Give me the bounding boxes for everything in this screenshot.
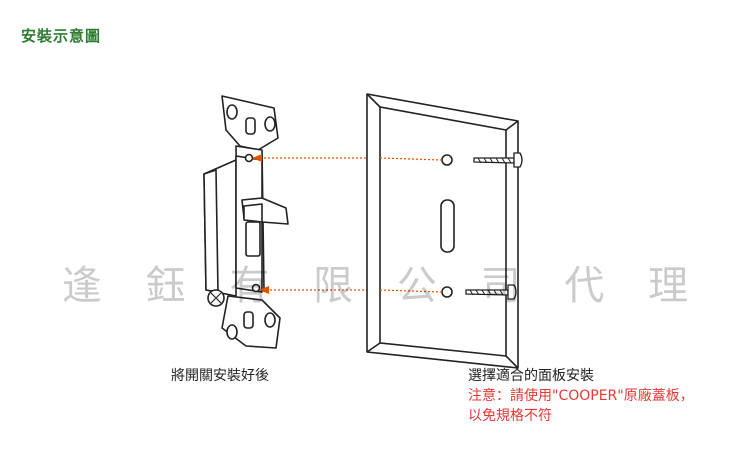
strap-hole [264, 116, 276, 132]
mounting-screw-bottom [465, 284, 517, 300]
wall-plate [366, 93, 519, 369]
plate-screw-hole-bottom [441, 286, 453, 298]
plate-caption: 選擇適合的面板安裝 [468, 368, 594, 384]
alignment-pointer [259, 286, 269, 294]
plate-screw-hole-top [441, 154, 453, 166]
mounting-screw-top [473, 152, 523, 168]
yoke-screw-hole [251, 283, 261, 293]
switch-caption: 將開關安裝好後 [171, 368, 269, 384]
strap-hole [226, 324, 238, 340]
strap-slot [243, 311, 254, 329]
strap-slot [245, 117, 256, 135]
toggle-opening [440, 199, 455, 253]
strap-hole [226, 104, 238, 120]
alignment-pointer [252, 154, 262, 162]
strap-hole [264, 312, 276, 328]
note-line-2: 以免規格不符 [468, 408, 552, 424]
note-line-1: 注意：請使用"COOPER"原廠蓋板， [468, 388, 694, 404]
toggle-switch [203, 95, 289, 349]
diagram-title: 安裝示意圖 [21, 27, 102, 45]
yoke-screw-hole [244, 153, 254, 163]
